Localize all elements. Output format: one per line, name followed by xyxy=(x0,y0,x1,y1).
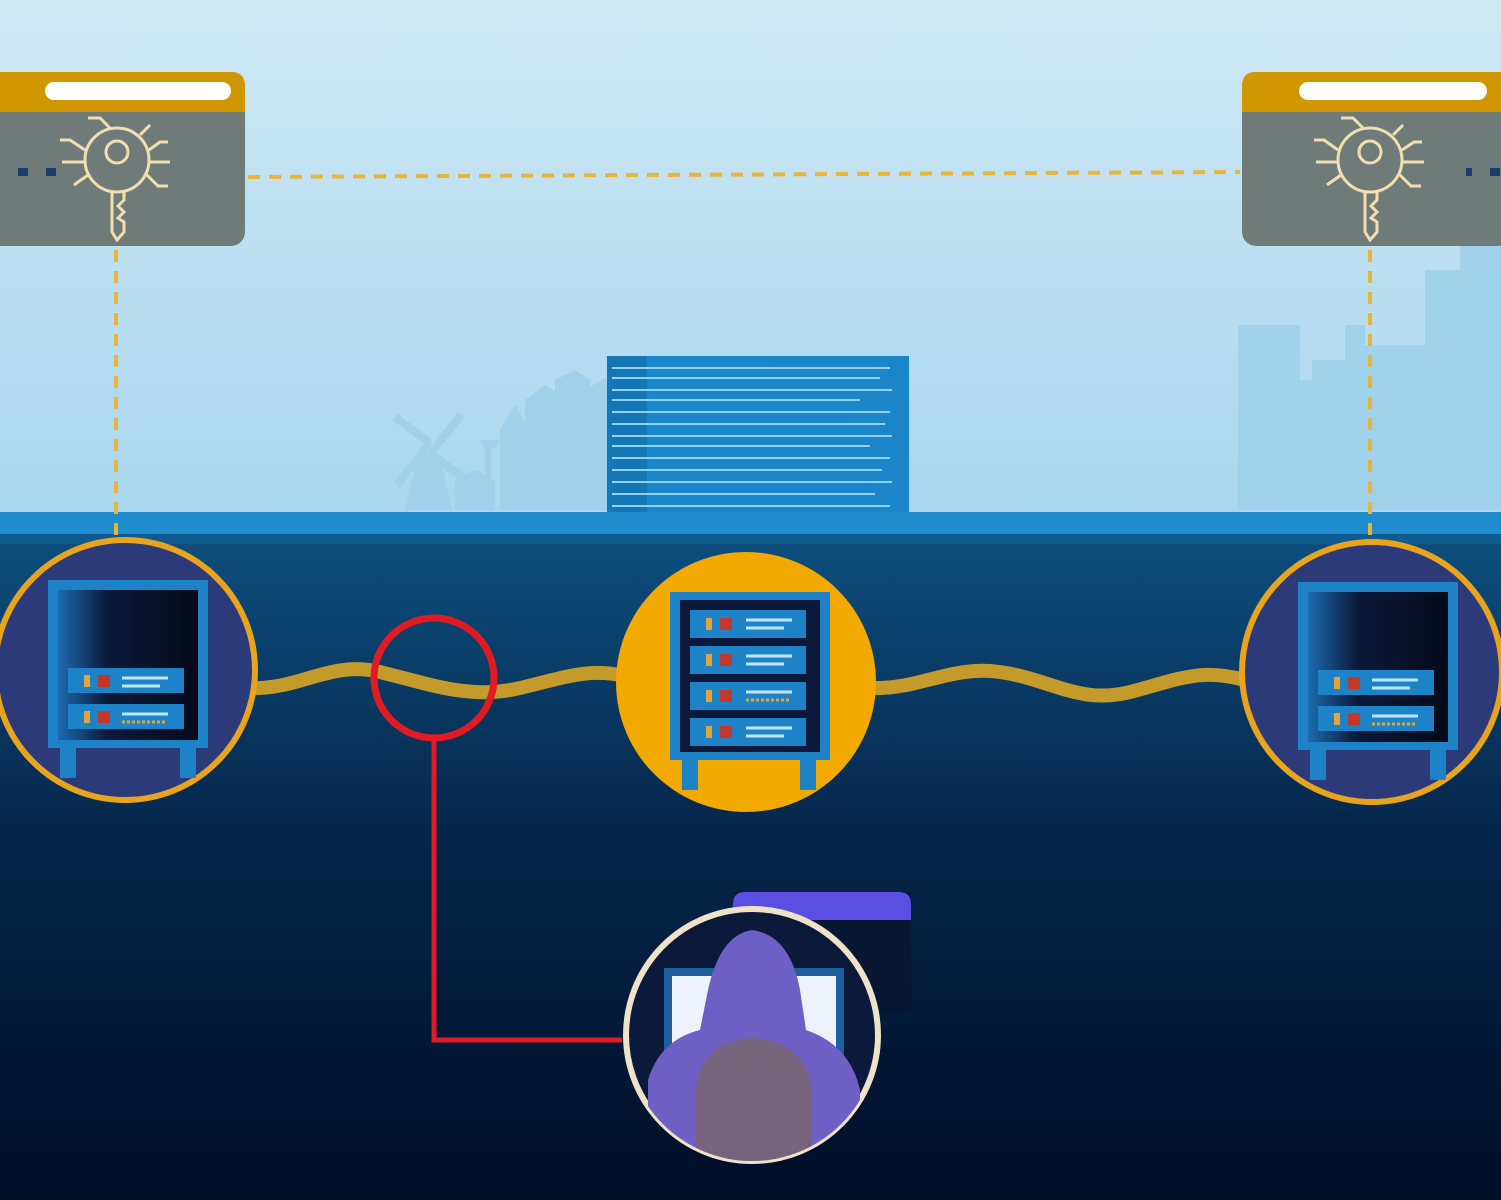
key-exchange-links xyxy=(114,170,1372,540)
panel-indicator-dots xyxy=(1466,168,1500,176)
skyline xyxy=(392,245,1501,510)
quantum-cable xyxy=(243,662,1252,703)
key-panel-left xyxy=(0,72,245,246)
server-rack-icon xyxy=(670,592,830,790)
key-circuit-icon xyxy=(60,116,170,243)
key-link-horizontal xyxy=(247,170,1241,179)
key-circuit-icon xyxy=(1314,116,1424,243)
interception xyxy=(370,614,622,1043)
eavesdrop-line xyxy=(431,738,622,1043)
node-middle xyxy=(616,552,876,812)
horizon-shadow xyxy=(0,534,1501,544)
key-panel-right xyxy=(1242,72,1501,246)
server-rack-icon xyxy=(1298,582,1458,780)
attacker xyxy=(623,892,911,1164)
office-building xyxy=(607,356,909,514)
node-right xyxy=(1239,539,1501,805)
panel-title-bar xyxy=(45,82,231,100)
horizon-band xyxy=(0,512,1501,534)
panel-title-bar xyxy=(1299,82,1487,100)
windmill-icon xyxy=(392,412,468,510)
panel-indicator-dots xyxy=(18,168,56,176)
node-left xyxy=(0,537,258,803)
server-rack-icon xyxy=(48,580,208,778)
hooded-hacker-icon xyxy=(648,930,860,1161)
